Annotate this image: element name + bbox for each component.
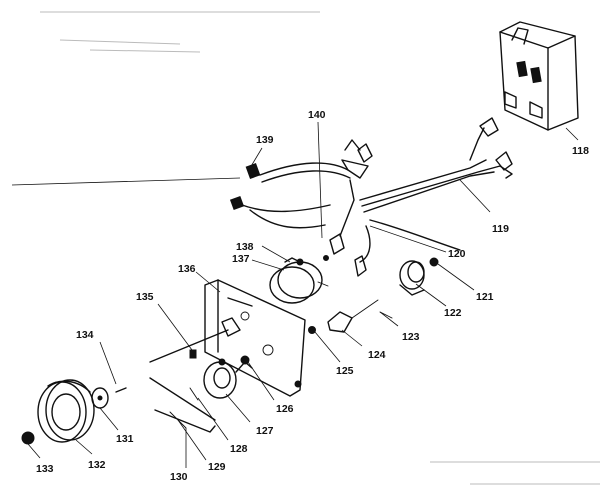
callout-139: 139 xyxy=(256,134,274,146)
motor-137 xyxy=(269,255,329,304)
callout-121: 121 xyxy=(476,291,494,303)
leader-lines xyxy=(27,121,579,468)
callout-136: 136 xyxy=(178,263,196,275)
knob-assembly xyxy=(21,349,197,445)
callout-124: 124 xyxy=(368,349,386,361)
callout-labels: 118 119 120 121 122 123 124 125 126 127 … xyxy=(36,109,589,483)
callout-127: 127 xyxy=(256,425,274,437)
callout-119: 119 xyxy=(492,223,509,235)
callout-120: 120 xyxy=(448,248,466,260)
transformer-118 xyxy=(499,21,579,131)
callout-128: 128 xyxy=(230,443,248,455)
callout-132: 132 xyxy=(88,459,106,471)
cam-and-switch-parts xyxy=(308,257,439,334)
callout-129: 129 xyxy=(208,461,226,473)
callout-138: 138 xyxy=(236,241,254,253)
callout-134: 134 xyxy=(76,329,94,341)
callout-140: 140 xyxy=(308,109,326,121)
callout-125: 125 xyxy=(336,365,354,377)
callout-126: 126 xyxy=(276,403,294,415)
callout-137: 137 xyxy=(232,253,250,265)
callout-123: 123 xyxy=(402,331,420,343)
callout-118: 118 xyxy=(572,145,589,157)
callout-131: 131 xyxy=(116,433,134,445)
callout-122: 122 xyxy=(444,307,462,319)
callout-130: 130 xyxy=(170,471,188,483)
wire-harness-119 xyxy=(359,117,513,213)
wiring-group-139-140 xyxy=(229,139,461,277)
callout-133: 133 xyxy=(36,463,54,475)
scan-artifacts xyxy=(11,11,600,485)
gear-and-linkage xyxy=(149,355,253,433)
mounting-plate-136 xyxy=(149,279,306,397)
callout-135: 135 xyxy=(136,291,154,303)
